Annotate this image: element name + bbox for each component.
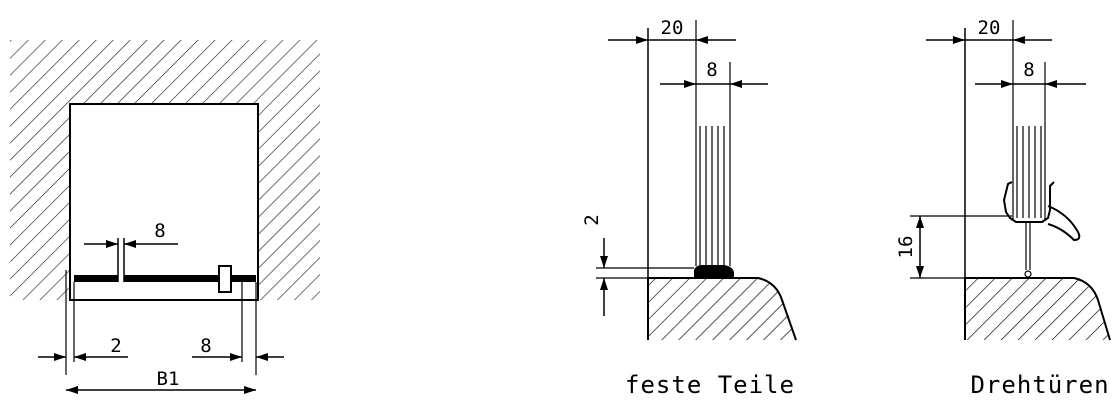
dim-middle-gap: 2 — [581, 214, 694, 316]
dim-gap-right-label: 8 — [200, 335, 211, 357]
dim-middle-top-label: 20 — [661, 17, 684, 39]
caption-hinged-doors: Drehtüren — [970, 371, 1109, 399]
door-seal-profile — [1002, 181, 1081, 278]
dim-width: B1 — [66, 368, 256, 394]
floor-middle — [647, 277, 797, 341]
middle-view: 20 8 — [581, 17, 797, 399]
dim-gap-top: 8 — [84, 220, 178, 248]
bottom-seal — [694, 265, 734, 278]
dim-middle-glass-label: 8 — [706, 59, 717, 81]
dim-right-top-label: 20 — [978, 17, 1001, 39]
left-view: 8 2 8 B1 — [10, 40, 320, 394]
dim-right-top: 20 — [926, 17, 1052, 44]
caption-fixed-parts: feste Teile — [625, 371, 795, 399]
dim-middle-glass: 8 — [660, 59, 768, 88]
dim-right-height: 16 — [895, 215, 1012, 279]
glass-panel-left — [74, 275, 118, 282]
dim-right-height-label: 16 — [895, 236, 917, 259]
right-view: 20 8 — [895, 17, 1111, 399]
dim-right-glass: 8 — [975, 59, 1086, 88]
dim-gap-top-label: 8 — [154, 220, 165, 242]
floor-right — [964, 277, 1111, 341]
glass-pane-right — [1016, 126, 1042, 218]
hinge-block — [218, 265, 232, 293]
glass-pane-middle — [699, 126, 725, 268]
dim-gap-left-label: 2 — [110, 335, 121, 357]
dim-middle-top: 20 — [608, 17, 736, 44]
dim-gap-right: 8 — [192, 335, 284, 361]
dim-middle-gap-label: 2 — [581, 214, 603, 225]
dim-width-label: B1 — [157, 368, 180, 390]
glass-panel-right — [124, 275, 256, 282]
dim-gap-left: 2 — [38, 335, 128, 361]
wall-hatching — [10, 40, 320, 300]
dim-right-glass-label: 8 — [1023, 59, 1034, 81]
